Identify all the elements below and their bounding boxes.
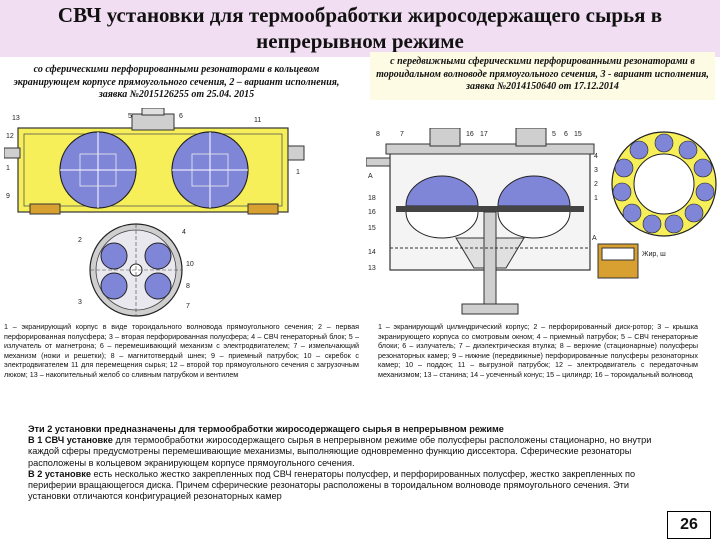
left-label-5: 11	[254, 117, 261, 124]
right-shaft	[483, 211, 497, 313]
page-title: СВЧ установки для термообработки жиросод…	[0, 2, 720, 54]
legend-left: 1 – экранирующий корпус в виде тороидаль…	[4, 322, 359, 379]
description-line-1: Эти 2 установки предназначены для термоо…	[28, 424, 504, 434]
right-sphere-right	[497, 175, 571, 207]
right-label-11: 1	[594, 195, 598, 202]
right-label-5: 5	[552, 131, 556, 138]
right-label-10: 2	[594, 181, 598, 188]
title-bar	[0, 0, 720, 57]
left-label-7: 1	[296, 169, 300, 176]
right-lid	[385, 143, 595, 155]
left-feed-pipe	[4, 147, 21, 159]
right-sphere-left	[405, 175, 479, 207]
page-number: 26	[667, 511, 711, 539]
left-label-9: 4	[182, 229, 186, 236]
description-paragraph-2: В 2 установке есть несколько жестко закр…	[28, 469, 668, 503]
right-ring-inner	[633, 153, 695, 215]
left-top-view-sphere-2	[144, 242, 172, 270]
left-label-4: 6	[179, 113, 183, 120]
right-label-4: 17	[480, 131, 488, 138]
right-label-16: 14	[368, 249, 376, 256]
right-label-2: 7	[400, 131, 404, 138]
legend-right: 1 – экранирующий цилиндрический корпус; …	[378, 322, 698, 379]
right-label-15: 15	[368, 225, 376, 232]
right-label-6: 6	[564, 131, 568, 138]
description-p2-bold: В 2 установке	[28, 468, 91, 479]
right-disk-rotor	[396, 206, 584, 212]
left-top-view-sphere-4	[144, 272, 172, 300]
right-label-9: 3	[594, 167, 598, 174]
description-p1-bold: В 1 СВЧ установке	[28, 435, 113, 446]
description-p1-rest: для термообработки жиросодержащего сырья…	[28, 435, 652, 468]
left-generator-block	[131, 113, 175, 131]
right-label-18: A	[592, 235, 597, 242]
right-generator-2	[515, 128, 547, 147]
left-label-2: 12	[6, 133, 14, 140]
left-label-6: 1	[6, 165, 10, 172]
title-line-2: непрерывном режиме	[256, 29, 464, 53]
description-text: Эти 2 установки предназначены для термоо…	[28, 424, 668, 502]
left-label-1: 13	[12, 115, 20, 122]
right-label-19: Жир, ш	[642, 251, 666, 258]
left-installation-drawing: 13 12 5 6 11 1 1 9 4 2 3 10 8 7	[4, 108, 305, 317]
caption-right: с передвижными сферическими перфорирован…	[370, 52, 715, 100]
right-label-1: 8	[376, 131, 380, 138]
left-label-12: 10	[186, 261, 194, 268]
description-p2-rest: есть несколько жестко закрепленных под С…	[28, 468, 636, 502]
left-top-view-sphere-1	[100, 242, 128, 270]
title-line-1: СВЧ установки для термообработки жиросод…	[57, 3, 663, 27]
left-inner-frame	[23, 133, 283, 207]
right-label-14: 16	[368, 209, 376, 216]
left-label-14: 7	[186, 303, 190, 310]
left-top-view-sphere-3	[100, 272, 128, 300]
right-label-7: 15	[574, 131, 582, 138]
right-label-13: 18	[368, 195, 376, 202]
left-label-10: 2	[78, 237, 82, 244]
left-label-8: 9	[6, 193, 10, 200]
caption-left: со сферическими перфорированными резонат…	[13, 64, 340, 100]
left-generator-top	[141, 108, 165, 116]
left-label-3: 5	[128, 113, 132, 120]
right-label-12: A	[368, 173, 373, 180]
description-paragraph-1: В 1 СВЧ установке для термообработки жир…	[28, 435, 668, 469]
right-label-8: 4	[594, 153, 598, 160]
left-outlet-pipe	[287, 145, 305, 161]
right-label-3: 16	[466, 131, 474, 138]
right-generator-1	[429, 128, 461, 147]
right-label-17: 13	[368, 265, 376, 272]
left-label-13: 8	[186, 283, 190, 290]
right-installation-drawing: 8 7 16 17 5 6 15 4 3 2 1 A 18 16 15 14 1…	[366, 128, 717, 315]
left-label-11: 3	[78, 299, 82, 306]
right-ring-spheres	[612, 133, 715, 234]
